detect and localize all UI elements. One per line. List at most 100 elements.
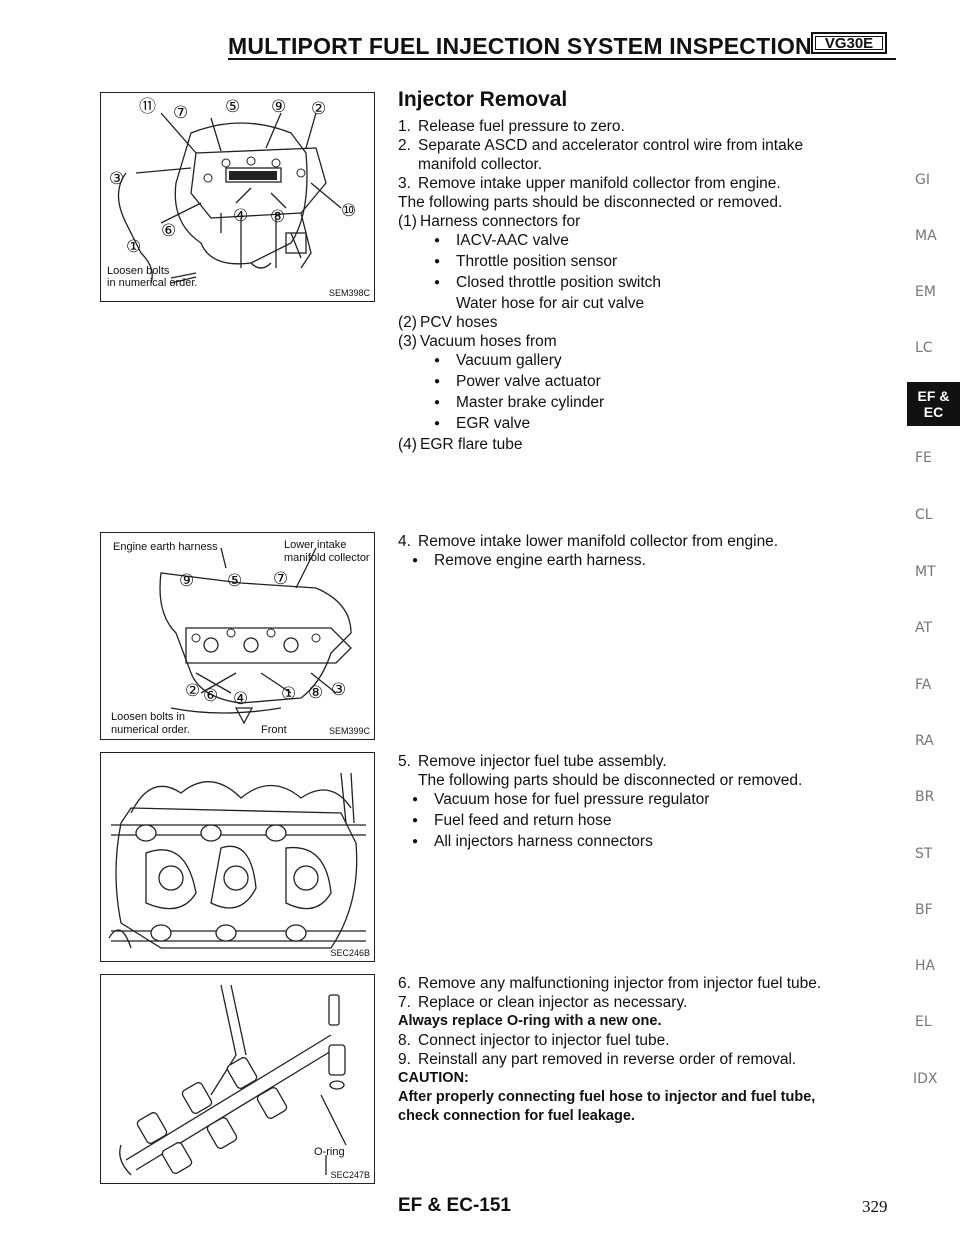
- label-o-ring: O-ring: [314, 1146, 345, 1158]
- side-tab-gi[interactable]: GI: [915, 172, 930, 188]
- side-tab-st[interactable]: ST: [915, 846, 933, 862]
- side-tab-mt[interactable]: MT: [915, 564, 936, 580]
- section-injector-removal: Injector Removal 1.Release fuel pressure…: [398, 88, 898, 454]
- side-tab-idx[interactable]: IDX: [913, 1071, 938, 1087]
- callout-11: ⑪: [139, 97, 156, 116]
- callout-2: ②: [185, 681, 201, 700]
- callout-3: ③: [109, 169, 125, 188]
- label-lower-intake: Lower intake: [284, 539, 347, 551]
- side-tab-el[interactable]: EL: [915, 1014, 932, 1030]
- part-1: (1)Harness connectors for: [398, 213, 581, 230]
- fuel-tube-drawing: [108, 772, 366, 949]
- side-tab-ma[interactable]: MA: [915, 228, 937, 244]
- part-3-bullet: Vacuum gallery: [398, 351, 898, 372]
- part-3-bullet: Power valve actuator: [398, 372, 898, 393]
- callout-1: ①: [126, 237, 142, 256]
- step-2: 2.Separate ASCD and accelerator control …: [398, 137, 804, 154]
- part-3: (3)Vacuum hoses from: [398, 333, 557, 350]
- figure-code: SEM398C: [328, 288, 370, 298]
- section-steps-6-9: 6.Remove any malfunctioning injector fro…: [398, 974, 898, 1126]
- callout-4: ④: [233, 689, 249, 708]
- injector-oring-drawing: [119, 984, 347, 1176]
- step-4-bullet: Remove engine earth harness.: [398, 551, 898, 572]
- always-replace-note: Always replace O-ring with a new one.: [398, 1013, 662, 1029]
- callout-10: ⑩: [341, 201, 357, 220]
- section-heading: Injector Removal: [398, 88, 568, 111]
- callout-8: ⑧: [308, 683, 324, 702]
- figure-code: SEM399C: [328, 726, 370, 736]
- part-1-bullet: Closed throttle position switch: [398, 273, 898, 294]
- part-3-bullet: Master brake cylinder: [398, 393, 898, 414]
- callout-2: ②: [311, 99, 327, 118]
- step-1: 1.Release fuel pressure to zero.: [398, 118, 625, 135]
- side-tab-fa[interactable]: FA: [915, 677, 932, 693]
- callout-4: ④: [233, 206, 249, 225]
- side-tab-bf[interactable]: BF: [915, 902, 933, 918]
- figure-fuel-tube: SEC246B: [100, 752, 375, 962]
- figure-note: Loosen bolts: [107, 265, 170, 277]
- following-parts-line: The following parts should be disconnect…: [398, 194, 783, 211]
- step-6: 6.Remove any malfunctioning injector fro…: [398, 975, 822, 992]
- step-7: 7.Replace or clean injector as necessary…: [398, 994, 688, 1011]
- caution-title: CAUTION:: [398, 1070, 469, 1086]
- callout-3: ③: [331, 680, 347, 699]
- side-tab-active-line-2: EC: [923, 404, 944, 420]
- step-3: 3.Remove intake upper manifold collector…: [398, 175, 781, 192]
- step-5: 5.Remove injector fuel tube assembly.: [398, 753, 667, 770]
- side-tab-ra[interactable]: RA: [915, 733, 934, 749]
- side-tab-cl[interactable]: CL: [915, 507, 933, 523]
- page-title: MULTIPORT FUEL INJECTION SYSTEM INSPECTI…: [228, 33, 812, 59]
- title-rule: [228, 58, 896, 60]
- part-1-bullet: IACV-AAC valve: [398, 231, 898, 252]
- figure-upper-collector: ⑪ ⑦ ⑤ ⑨ ② ③ ① ④ ⑧ ⑩ ⑥ Loosen bolts in nu…: [100, 92, 375, 302]
- front-arrow-label: Front: [261, 724, 287, 736]
- step-4: 4.Remove intake lower manifold collector…: [398, 533, 779, 550]
- side-tab-em[interactable]: EM: [915, 284, 936, 300]
- side-tab-ef-ec-active[interactable]: EF & EC: [907, 382, 960, 426]
- part-4: (4)EGR flare tube: [398, 436, 523, 453]
- section-step-5: 5.Remove injector fuel tube assembly. Th…: [398, 752, 898, 853]
- callout-9: ⑨: [271, 97, 287, 116]
- part-2: (2)PCV hoses: [398, 314, 498, 331]
- callout-7: ⑦: [173, 103, 189, 122]
- caution-text-1: After properly connecting fuel hose to i…: [398, 1089, 816, 1105]
- figure-note-2: in numerical order.: [107, 277, 198, 289]
- figure-code: SEC246B: [330, 948, 370, 958]
- side-tab-at[interactable]: AT: [915, 620, 933, 636]
- figure-note-2: numerical order.: [111, 724, 190, 736]
- part-1-bullet: Throttle position sensor: [398, 252, 898, 273]
- callout-8: ⑧: [270, 207, 286, 226]
- section-step-4: 4.Remove intake lower manifold collector…: [398, 532, 898, 572]
- caution-text-2: check connection for fuel leakage.: [398, 1108, 635, 1124]
- callout-1: ①: [281, 684, 297, 703]
- page-footer-code: EF & EC-151: [398, 1195, 511, 1216]
- part-1-extra: Water hose for air cut valve: [456, 295, 645, 312]
- side-tab-fe[interactable]: FE: [915, 450, 932, 466]
- step-5-bullet: All injectors harness connectors: [398, 832, 898, 853]
- model-badge: VG30E: [811, 32, 887, 54]
- callout-9: ⑨: [179, 571, 195, 590]
- figure-injector-oring: O-ring SEC247B: [100, 974, 375, 1184]
- side-tab-lc[interactable]: LC: [915, 340, 933, 356]
- step-8: 8.Connect injector to injector fuel tube…: [398, 1032, 670, 1049]
- upper-collector-drawing: [117, 112, 342, 284]
- figure-note: Loosen bolts in: [111, 711, 185, 723]
- step-9: 9.Reinstall any part removed in reverse …: [398, 1051, 797, 1068]
- label-manifold-collector: manifold collector: [284, 552, 370, 564]
- callout-5: ⑤: [225, 97, 241, 116]
- callout-7: ⑦: [273, 569, 289, 588]
- step-5-bullet: Vacuum hose for fuel pressure regulator: [398, 790, 898, 811]
- label-engine-earth-harness: Engine earth harness: [113, 541, 218, 553]
- page-number: 329: [862, 1197, 888, 1216]
- side-tab-br[interactable]: BR: [915, 789, 935, 805]
- callout-6: ⑥: [161, 221, 177, 240]
- step-5-following: The following parts should be disconnect…: [418, 772, 803, 789]
- figure-code: SEC247B: [330, 1170, 370, 1180]
- side-tab-ha[interactable]: HA: [915, 958, 936, 974]
- step-2-cont: manifold collector.: [418, 156, 543, 173]
- figure-lower-collector: Engine earth harness Lower intake manifo…: [100, 532, 375, 740]
- part-3-bullet: EGR valve: [398, 414, 898, 435]
- callout-6: ⑥: [203, 686, 219, 705]
- step-5-bullet: Fuel feed and return hose: [398, 811, 898, 832]
- lower-collector-drawing: [159, 547, 352, 725]
